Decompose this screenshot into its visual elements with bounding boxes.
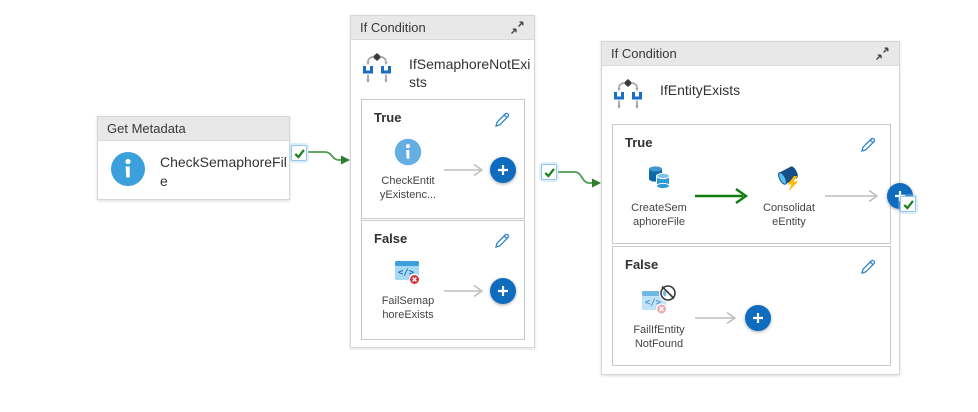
if2-type-label: If Condition	[611, 46, 677, 61]
add-activity-button[interactable]	[490, 277, 516, 304]
flow-arrow	[444, 284, 484, 297]
pencil-icon[interactable]	[858, 257, 878, 277]
branch-label: False	[374, 231, 408, 246]
checkbox-check-icon	[903, 199, 914, 210]
pencil-icon[interactable]	[492, 231, 512, 251]
flow-arrow	[695, 312, 737, 325]
plus-icon	[753, 313, 763, 324]
if2-header: If Condition	[602, 42, 899, 66]
activity-fail-semaphore-exists[interactable]: </> FailSemap horeExists	[374, 259, 442, 323]
pencil-icon[interactable]	[492, 110, 512, 130]
if1-false-branch: False </>	[361, 220, 525, 340]
flow-arrow	[444, 164, 484, 177]
add-activity-button[interactable]	[745, 305, 771, 332]
activity-name: Consolidat eEntity	[763, 202, 815, 229]
if2-false-branch: False </>	[612, 246, 891, 366]
activity-consolidate-entity[interactable]: Consolidat eEntity	[755, 163, 823, 230]
activity-fail-if-entity-not-found[interactable]: </> FailIfEntity NotFound	[625, 284, 693, 352]
checkbox-check-icon	[294, 148, 305, 159]
activity-name: CreateSem aphoreFile	[631, 202, 687, 229]
if2-success-port[interactable]	[900, 196, 916, 212]
activity-name: FailSemap horeExists	[381, 295, 435, 322]
info-icon	[394, 138, 422, 171]
if1-header: If Condition	[351, 16, 534, 40]
info-icon	[110, 151, 146, 192]
fail-icon: </>	[393, 259, 423, 291]
activity-if-semaphore-not-exists[interactable]: If Condition	[350, 15, 535, 348]
branch-label: True	[625, 135, 653, 150]
activity-get-metadata[interactable]: Get Metadata CheckSemaphoreFil e	[97, 116, 290, 200]
fail-deactivated-icon: </>	[640, 284, 678, 320]
branch-label: True	[374, 110, 402, 125]
activity-name: IfEntityExists	[660, 82, 741, 98]
get-metadata-success-port[interactable]	[291, 145, 307, 161]
activity-name: CheckEntit yExistenc...	[379, 175, 437, 202]
collapse-icon[interactable]	[874, 46, 890, 62]
flow-arrow	[825, 190, 879, 203]
if1-success-port[interactable]	[541, 164, 557, 180]
svg-text:</>: </>	[645, 298, 662, 308]
plus-icon	[498, 285, 508, 296]
plus-icon	[498, 165, 508, 176]
connector-if1-to-if2[interactable]	[558, 171, 601, 188]
activity-check-entity-existence[interactable]: CheckEntit yExistenc...	[374, 138, 442, 203]
if-condition-icon	[612, 78, 644, 117]
activity-name: FailIfEntity NotFound	[633, 324, 685, 351]
activity-name: IfSemaphoreNotExi sts	[409, 56, 531, 91]
flow-arrow-green	[695, 188, 749, 205]
if1-true-branch: True Che	[361, 99, 525, 219]
activity-if-entity-exists[interactable]: If Condition	[601, 41, 913, 375]
collapse-icon[interactable]	[509, 20, 525, 36]
svg-text:</>: </>	[398, 268, 415, 278]
if-condition-icon	[361, 52, 393, 91]
if1-type-label: If Condition	[360, 20, 426, 35]
branch-label: False	[625, 257, 659, 272]
get-metadata-header: Get Metadata	[98, 117, 289, 141]
get-metadata-type-label: Get Metadata	[107, 121, 186, 136]
pencil-icon[interactable]	[858, 135, 878, 155]
stored-procedure-icon	[774, 163, 804, 198]
copy-data-icon	[644, 163, 674, 198]
connector-getmetadata-to-if1[interactable]	[308, 151, 350, 165]
if2-true-branch: True	[612, 124, 913, 244]
add-activity-button[interactable]	[490, 157, 516, 184]
activity-create-semaphore-file[interactable]: CreateSem aphoreFile	[625, 163, 693, 230]
activity-name: CheckSemaphoreFil e	[160, 154, 287, 189]
checkbox-check-icon	[544, 167, 555, 178]
